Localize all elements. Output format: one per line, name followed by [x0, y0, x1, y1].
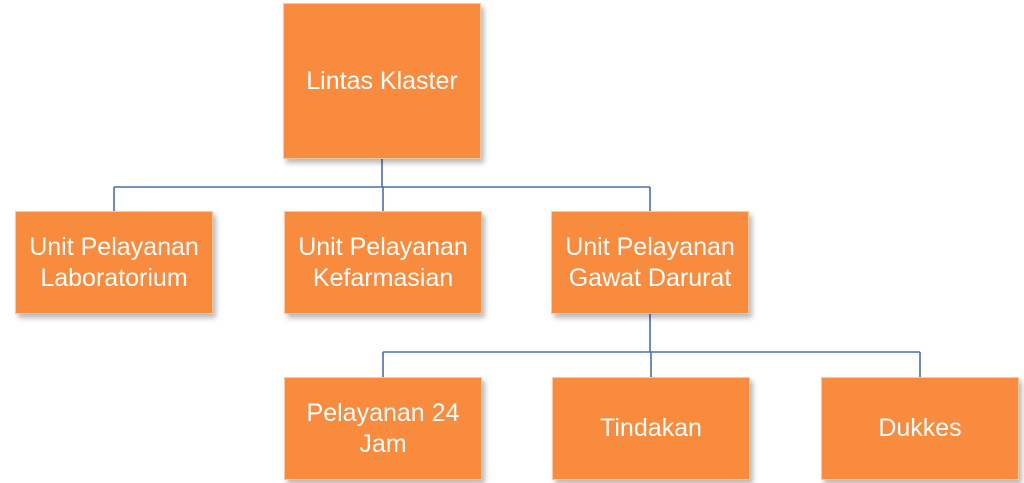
node-unit-pelayanan-laboratorium: Unit Pelayanan Laboratorium: [15, 211, 213, 314]
node-dukkes: Dukkes: [821, 377, 1019, 480]
node-lintas-klaster: Lintas Klaster: [283, 3, 481, 159]
node-unit-pelayanan-kefarmasian: Unit Pelayanan Kefarmasian: [284, 211, 482, 314]
node-pelayanan-24-jam: Pelayanan 24 Jam: [284, 377, 482, 480]
node-tindakan: Tindakan: [552, 377, 750, 480]
node-unit-pelayanan-gawat-darurat: Unit Pelayanan Gawat Darurat: [551, 211, 749, 314]
